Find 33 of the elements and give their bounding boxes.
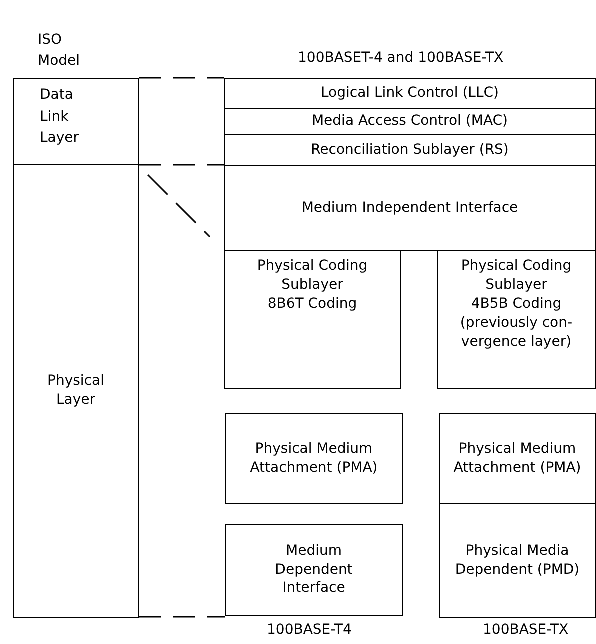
layer-name: Physical Coding Sublayer [256, 257, 369, 295]
sublayer-box [437, 250, 596, 389]
sublayer-box [224, 165, 596, 251]
layer-name: Logical Link Control (LLC) [321, 84, 499, 103]
column-heading: 100BASET-4 and 100BASE-TX [298, 49, 504, 68]
sublayer-box [225, 413, 403, 504]
layer-name: Physical Coding Sublayer [460, 257, 573, 295]
layer-name: Physical Medium Attachment (PMA) [249, 440, 379, 478]
layer-name: Reconciliation Sublayer (RS) [311, 140, 509, 160]
layer-name: Physical Media Dependent (PMD) [454, 542, 581, 580]
sublayer-box [225, 524, 403, 616]
sublayer-box [439, 413, 596, 504]
sublayer-box [224, 78, 596, 109]
iso-layer-box [13, 164, 139, 618]
layer-name: 4B5B Coding (previously con-vergence layer) [459, 294, 574, 352]
iso-layer-box [13, 78, 139, 165]
dashed-guide-line [139, 164, 224, 166]
layer-name: Physical Medium Attachment (PMA) [452, 440, 582, 478]
dashed-guide-line [139, 77, 224, 79]
sublayer-box [224, 134, 596, 166]
sublayer-box [439, 503, 596, 618]
standard-name: 100BASE-TX [483, 621, 569, 640]
layer-name: 8B6T Coding [268, 294, 358, 314]
layer-name: Physical Layer [46, 372, 106, 410]
column-heading: ISO Model [38, 31, 82, 71]
sublayer-box [224, 108, 596, 135]
layer-name: Medium Dependent Interface [274, 542, 354, 598]
layer-name: Medium Independent Interface [302, 198, 518, 218]
standard-name: 100BASE-T4 [267, 621, 352, 640]
layer-name: Media Access Control (MAC) [312, 112, 508, 131]
dashed-guide-line [139, 616, 225, 618]
layer-name: Data Link Layer [40, 86, 80, 148]
sublayer-box [224, 250, 401, 389]
